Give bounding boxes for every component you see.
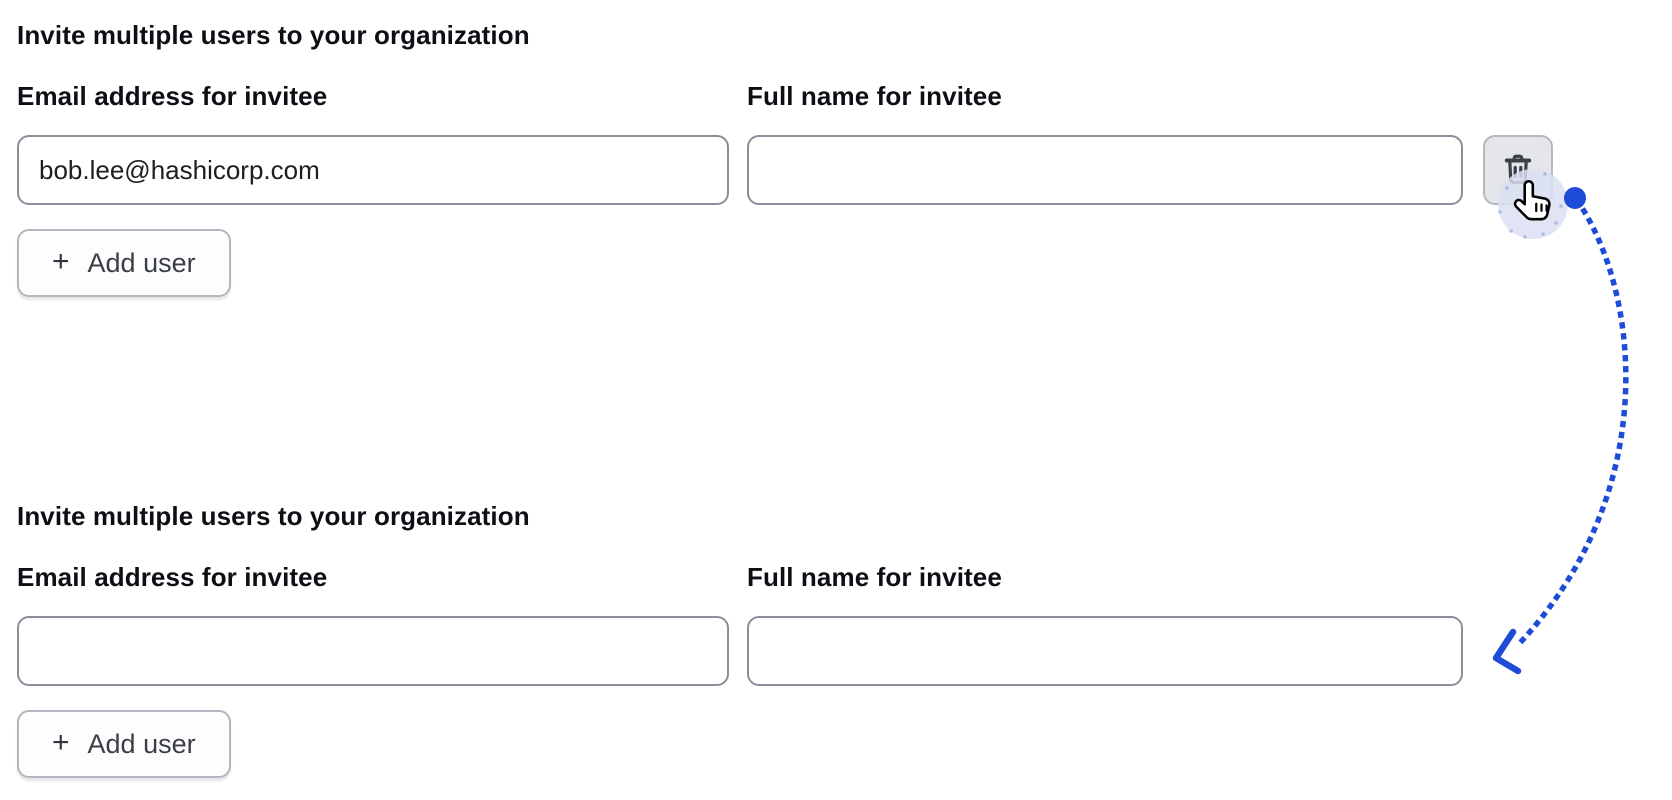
add-user-button[interactable]: + Add user [17, 229, 231, 297]
section-heading: Invite multiple users to your organizati… [17, 501, 530, 531]
full-name-input[interactable] [747, 616, 1463, 686]
email-field-group: Email address for invitee [17, 81, 729, 205]
invite-form-before: Invite multiple users to your organizati… [17, 20, 1672, 297]
plus-icon: + [52, 726, 70, 759]
email-label: Email address for invitee [17, 81, 328, 111]
invite-form-after: Invite multiple users to your organizati… [17, 501, 1672, 778]
full-name-field-group: Full name for invitee [747, 81, 1463, 205]
full-name-label: Full name for invitee [747, 562, 1002, 592]
delete-row-button[interactable] [1483, 135, 1553, 205]
full-name-field-group: Full name for invitee [747, 562, 1463, 686]
invitee-row: Email address for invitee Full name for … [17, 562, 1672, 686]
add-user-label: Add user [87, 728, 196, 759]
email-input[interactable] [17, 135, 729, 205]
full-name-label: Full name for invitee [747, 81, 1002, 111]
trash-icon [1502, 153, 1534, 187]
email-input[interactable] [17, 616, 729, 686]
invitee-row: Email address for invitee Full name for … [17, 81, 1672, 205]
section-heading: Invite multiple users to your organizati… [17, 20, 530, 50]
add-user-label: Add user [87, 247, 196, 278]
email-field-group: Email address for invitee [17, 562, 729, 686]
add-user-button[interactable]: + Add user [17, 710, 231, 778]
plus-icon: + [52, 245, 70, 278]
email-label: Email address for invitee [17, 562, 328, 592]
full-name-input[interactable] [747, 135, 1463, 205]
